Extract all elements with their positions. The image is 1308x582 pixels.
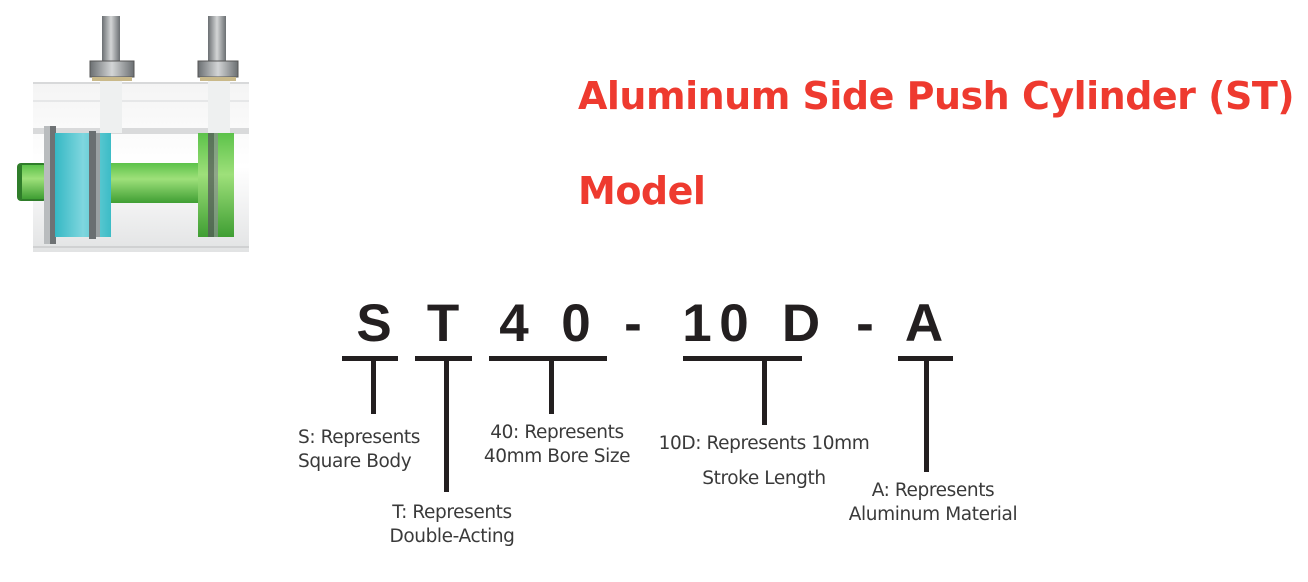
bracket-bar-10d (683, 356, 802, 361)
code-char-0: 0 (561, 294, 591, 353)
description-s: S: Represents Square Body (298, 426, 420, 474)
description-40: 40: Represents 40mm Bore Size (474, 421, 640, 469)
bracket-bar-40 (489, 356, 607, 361)
bracket-stem-s (371, 358, 376, 414)
page-title: Aluminum Side Push Cylinder (ST) (578, 74, 1295, 118)
description-40-line2: 40mm Bore Size (483, 446, 631, 467)
description-s-line2: Square Body (298, 451, 412, 472)
code-char-0b: 0 (719, 294, 749, 353)
bracket-stem-10d (762, 358, 767, 425)
bracket-bar-s (342, 356, 398, 361)
description-a: A: Represents Aluminum Material (838, 479, 1028, 527)
description-t-line2: Double-Acting (389, 526, 515, 547)
description-a-line1: A: Represents (871, 480, 995, 501)
code-char-d: D (781, 294, 821, 353)
description-10d-line1: 10D: Represents 10mm (658, 433, 870, 454)
code-char-t: T (426, 294, 460, 353)
bracket-bar-t (415, 356, 472, 361)
code-char-1: 1 (682, 294, 712, 353)
bracket-stem-40 (549, 358, 554, 414)
code-char-dash-1: - (624, 294, 642, 353)
cylinder-illustration-icon (17, 16, 249, 252)
description-s-line1: S: Represents (298, 427, 421, 448)
description-40-line1: 40: Represents (490, 422, 624, 443)
description-t-line1: T: Represents (392, 502, 512, 523)
bracket-stem-a (924, 358, 929, 472)
section-title-model: Model (578, 169, 706, 213)
description-10d: 10D: Represents 10mm Stroke Length (655, 426, 873, 496)
code-char-a: A (904, 294, 944, 353)
cylinder-product-image (0, 0, 260, 260)
code-char-4: 4 (499, 294, 529, 353)
description-10d-line2: Stroke Length (702, 468, 826, 489)
code-char-dash-2: - (856, 294, 874, 353)
bracket-stem-t (444, 358, 449, 492)
code-char-s: S (356, 294, 392, 353)
description-t: T: Represents Double-Acting (380, 501, 524, 549)
description-a-line2: Aluminum Material (848, 504, 1018, 525)
